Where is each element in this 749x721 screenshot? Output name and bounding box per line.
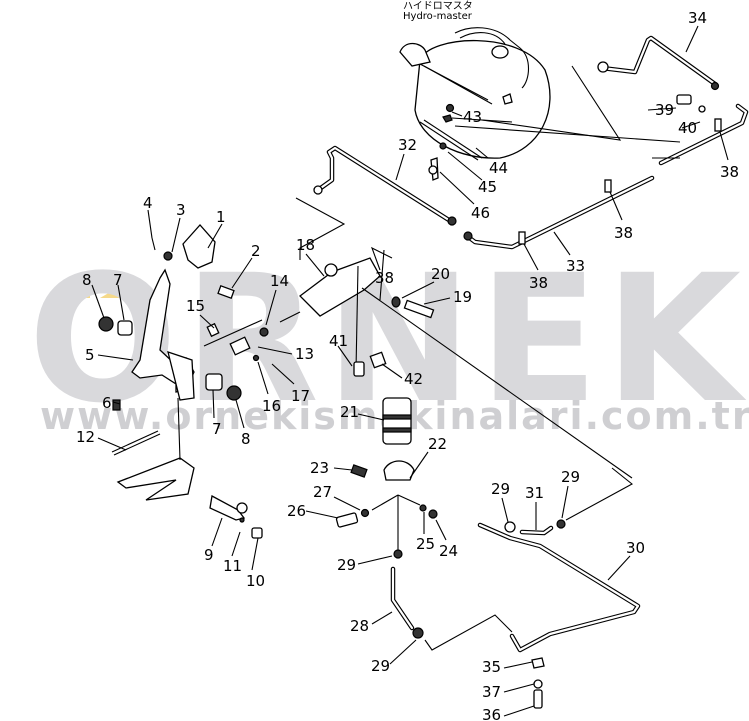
master-cylinder-18 bbox=[279, 197, 633, 479]
part-label[interactable]: 32 bbox=[398, 136, 417, 154]
part-label[interactable]: 29 bbox=[337, 556, 356, 574]
part-label[interactable]: 33 bbox=[566, 257, 585, 275]
title-english: Hydro-master bbox=[403, 11, 473, 22]
part-label[interactable]: 19 bbox=[453, 288, 472, 306]
bolt-39 bbox=[676, 94, 692, 105]
part-label[interactable]: 3 bbox=[176, 201, 186, 219]
part-label[interactable]: 13 bbox=[295, 345, 314, 363]
part-label[interactable]: 7 bbox=[212, 420, 222, 438]
part-label[interactable]: 15 bbox=[186, 297, 205, 315]
part-label[interactable]: 14 bbox=[270, 272, 289, 290]
part-label[interactable]: 30 bbox=[626, 539, 645, 557]
part-label[interactable]: 41 bbox=[329, 332, 348, 350]
part-label[interactable]: 44 bbox=[489, 159, 508, 177]
part-label[interactable]: 4 bbox=[143, 194, 153, 212]
part-label[interactable]: 28 bbox=[350, 617, 369, 635]
part-label[interactable]: 27 bbox=[313, 483, 332, 501]
part-label[interactable]: 38 bbox=[375, 269, 394, 287]
part-label[interactable]: 45 bbox=[478, 178, 497, 196]
part-label[interactable]: 17 bbox=[291, 387, 310, 405]
part-label[interactable]: 10 bbox=[246, 572, 265, 590]
part-label[interactable]: 26 bbox=[287, 502, 306, 520]
part-label[interactable]: 43 bbox=[463, 108, 482, 126]
part-label[interactable]: 8 bbox=[241, 430, 251, 448]
part-label[interactable]: 31 bbox=[525, 484, 544, 502]
pipe-30 bbox=[477, 467, 641, 709]
part-label[interactable]: 46 bbox=[471, 204, 490, 222]
part-label[interactable]: 2 bbox=[251, 242, 261, 260]
pedal-assembly bbox=[98, 224, 269, 539]
hydro-master-assembly bbox=[399, 27, 551, 181]
part-label[interactable]: 29 bbox=[561, 468, 580, 486]
label-leaders bbox=[91, 25, 729, 717]
part-label[interactable]: 8 bbox=[82, 271, 92, 289]
part-label[interactable]: 35 bbox=[482, 658, 501, 676]
part-label[interactable]: 29 bbox=[371, 657, 390, 675]
part-label[interactable]: 7 bbox=[113, 271, 123, 289]
part-label[interactable]: 42 bbox=[404, 370, 423, 388]
part-label[interactable]: 21 bbox=[340, 403, 359, 421]
part-label[interactable]: 20 bbox=[431, 265, 450, 283]
pipe-34 bbox=[597, 35, 720, 91]
part-label[interactable]: 38 bbox=[614, 224, 633, 242]
part-label[interactable]: 11 bbox=[223, 557, 242, 575]
part-label[interactable]: 40 bbox=[678, 119, 697, 137]
assembly-leader-lines bbox=[481, 65, 622, 141]
pipe-32 bbox=[313, 145, 457, 226]
part-label[interactable]: 34 bbox=[688, 9, 707, 27]
part-label[interactable]: 25 bbox=[416, 535, 435, 553]
part-label[interactable]: 36 bbox=[482, 706, 501, 721]
part-label[interactable]: 1 bbox=[216, 208, 226, 226]
part-label[interactable]: 38 bbox=[529, 274, 548, 292]
part-labels: 1 2 3 4 5 6 7 7 8 8 9 10 11 12 13 14 15 … bbox=[76, 9, 739, 721]
washer-40 bbox=[698, 105, 706, 113]
part-label[interactable]: 9 bbox=[204, 546, 214, 564]
part-label[interactable]: 6 bbox=[102, 394, 112, 412]
watermark-accent-triangle-1 bbox=[66, 284, 90, 298]
part-label[interactable]: 22 bbox=[428, 435, 447, 453]
part-label[interactable]: 29 bbox=[491, 480, 510, 498]
part-label[interactable]: 38 bbox=[720, 163, 739, 181]
part-label[interactable]: 24 bbox=[439, 542, 458, 560]
part-label[interactable]: 18 bbox=[296, 236, 315, 254]
part-label[interactable]: 12 bbox=[76, 428, 95, 446]
pipe-33 bbox=[463, 103, 749, 250]
part-label[interactable]: 37 bbox=[482, 683, 501, 701]
part-label[interactable]: 23 bbox=[310, 459, 329, 477]
part-label[interactable]: 39 bbox=[655, 101, 674, 119]
part-label[interactable]: 16 bbox=[262, 397, 281, 415]
filter-assembly bbox=[335, 397, 513, 651]
part-label[interactable]: 5 bbox=[85, 346, 95, 364]
title-japanese: ハイドロマスタ bbox=[403, 0, 473, 12]
